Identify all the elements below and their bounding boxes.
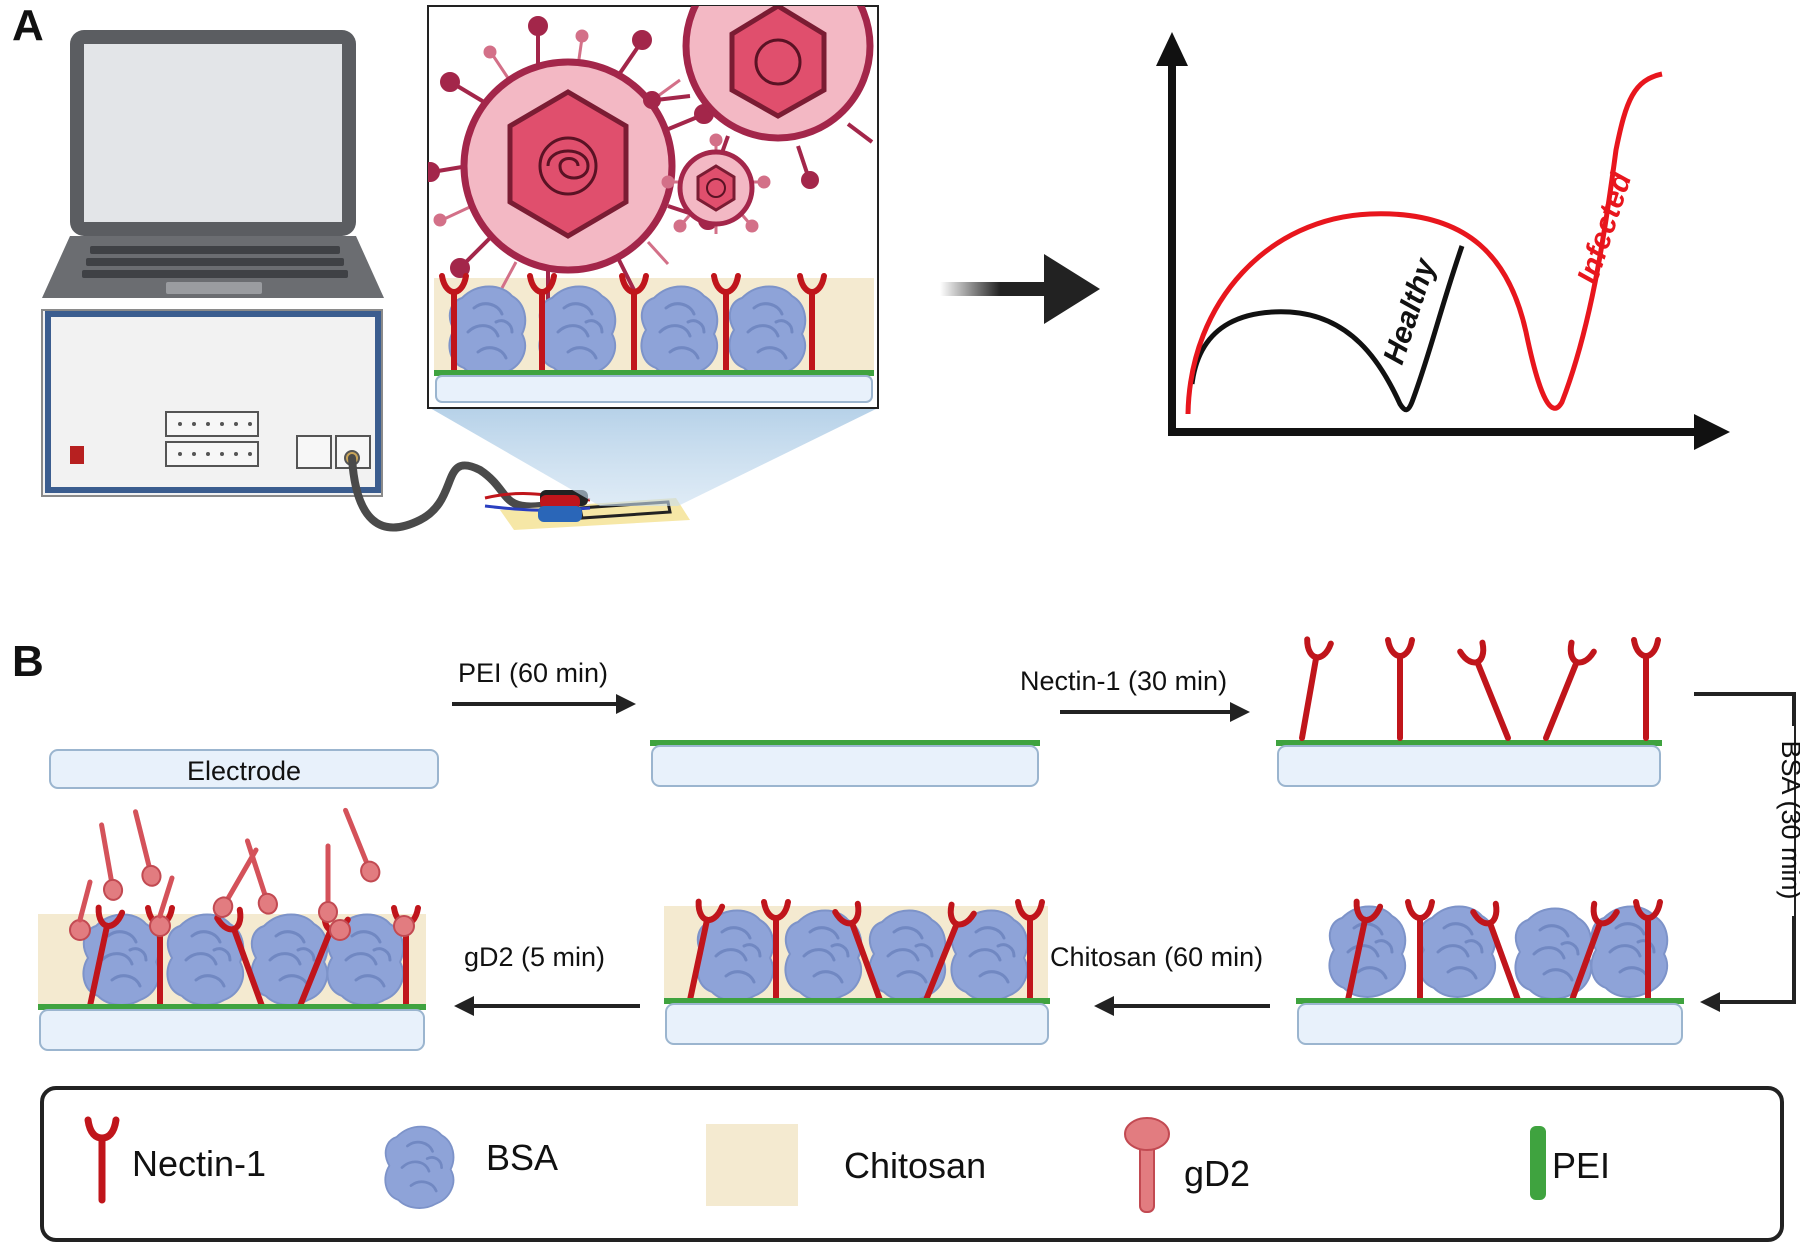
legend-label-pei: PEI (1552, 1145, 1610, 1186)
legend-label-gd2: gD2 (1184, 1153, 1250, 1194)
step-arrow-pei: PEI (60 min) (452, 658, 636, 714)
stage-nectin (1276, 639, 1662, 787)
virus-medium-icon (643, 6, 874, 189)
transition-arrow (940, 254, 1100, 324)
stage-bsa (1296, 902, 1684, 1045)
legend: Nectin-1 BSA Chitosan gD2 PEI (40, 1086, 1784, 1242)
legend-item-chitosan: Chitosan (706, 1124, 986, 1206)
step-label-pei: PEI (60 min) (458, 658, 608, 688)
step-label-chitosan: Chitosan (60 min) (1050, 942, 1263, 972)
stage-gd2 (38, 807, 426, 1051)
stage-chitosan (664, 902, 1050, 1045)
potentiostat-icon (41, 309, 383, 497)
legend-item-bsa: BSA (383, 1125, 558, 1210)
panel-b-label: B (12, 637, 44, 686)
legend-box (40, 1086, 1784, 1242)
step-arrow-gd2: gD2 (5 min) (454, 942, 640, 1016)
zoom-beam (430, 408, 878, 506)
bsa-protein-icon (383, 1125, 455, 1210)
step-arrow-chitosan: Chitosan (60 min) (1050, 942, 1270, 1016)
legend-item-pei: PEI (1530, 1126, 1610, 1200)
zoom-inset (427, 5, 879, 409)
impedance-plot: Healthy Infected (1156, 32, 1730, 450)
virus-large-icon (428, 16, 718, 302)
step-arrow-nectin: Nectin-1 (30 min) (1020, 666, 1250, 722)
step-label-bsa: BSA (30 min) (1776, 740, 1800, 899)
infected-label: Infected (1571, 168, 1638, 288)
step-label-nectin: Nectin-1 (30 min) (1020, 666, 1227, 696)
stage-electrode: Electrode (49, 749, 439, 789)
step-arrow-bsa: BSA (30 min) (1694, 692, 1800, 1012)
electrode-base (49, 749, 439, 789)
healthy-curve (1189, 245, 1465, 413)
panel-a-label: A (12, 1, 44, 50)
stage-pei (650, 740, 1040, 787)
infected-curve (1185, 71, 1663, 415)
chitosan-swatch-icon (706, 1124, 798, 1206)
healthy-label: Healthy (1377, 254, 1442, 369)
legend-label-chitosan: Chitosan (844, 1145, 986, 1186)
gd2-protein-icon (1124, 1117, 1170, 1213)
electrode-label: Electrode (187, 756, 301, 786)
legend-item-nectin: Nectin-1 (84, 1116, 266, 1204)
legend-label-nectin: Nectin-1 (132, 1143, 266, 1184)
laptop-icon (42, 30, 384, 298)
nectin-1-receptor-icon (84, 1116, 120, 1204)
legend-label-bsa: BSA (486, 1137, 558, 1178)
virus-small-icon (661, 133, 771, 234)
legend-item-gd2: gD2 (1124, 1117, 1250, 1213)
pei-bar-icon (1530, 1126, 1546, 1200)
step-label-gd2: gD2 (5 min) (464, 942, 605, 972)
